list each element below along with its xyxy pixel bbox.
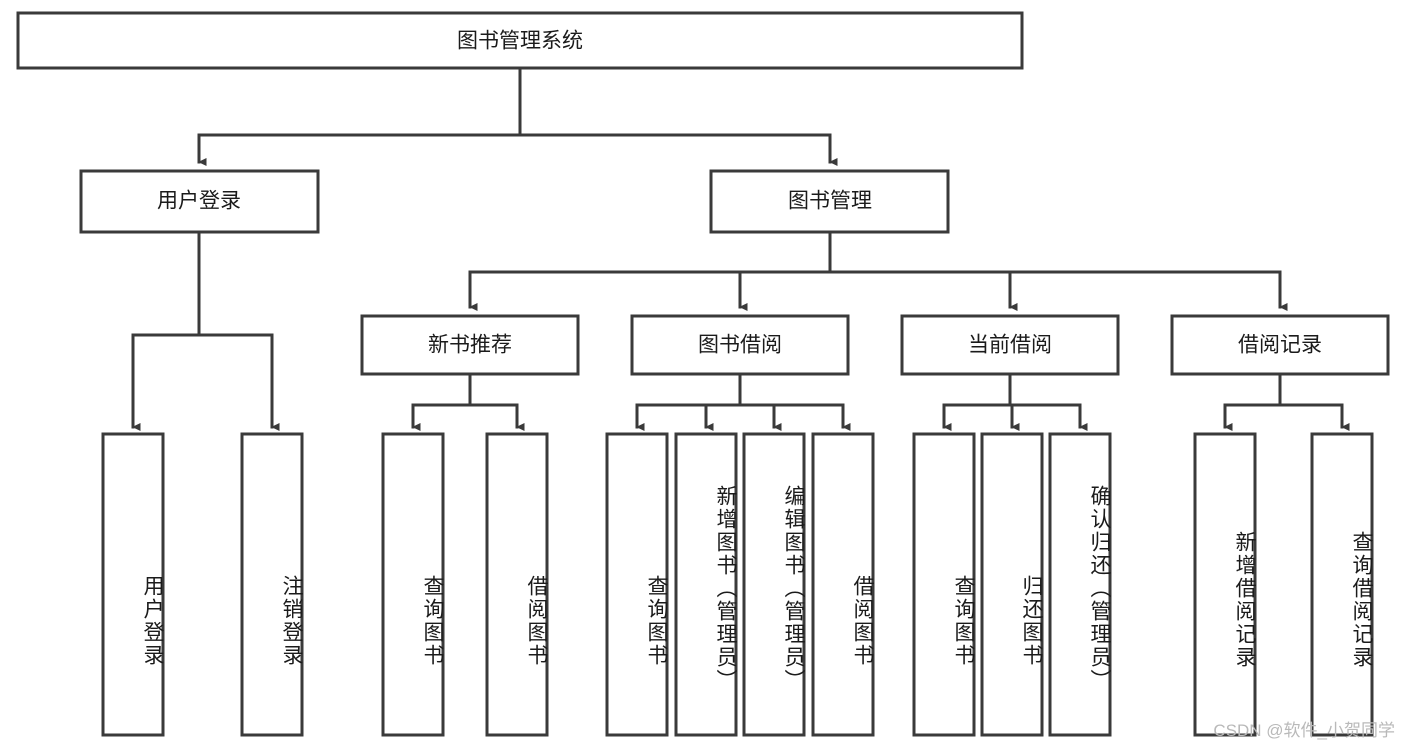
node-book-management[interactable]: 图书管理 bbox=[709, 169, 950, 234]
edges-book-borrow-to-leaves bbox=[635, 372, 851, 432]
edges-user-login-to-leaves bbox=[131, 230, 280, 432]
leaf-box[interactable] bbox=[605, 432, 669, 737]
node-book-management-label: 图书管理 bbox=[788, 190, 872, 213]
csdn-watermark: CSDN @软件_小贺同学 bbox=[1213, 721, 1395, 740]
node-root-label: 图书管理系统 bbox=[457, 30, 583, 53]
node-user-login[interactable]: 用户登录 bbox=[79, 169, 320, 234]
leaf-rects-current-borrow bbox=[912, 432, 1112, 737]
node-book-borrow-label: 图书借阅 bbox=[698, 334, 782, 357]
node-root-book-management-system[interactable]: 图书管理系统 bbox=[16, 11, 1024, 70]
leaf-box[interactable] bbox=[1193, 432, 1257, 737]
leaf-rects-book-borrow bbox=[605, 432, 875, 737]
edges-new-book-to-leaves bbox=[411, 372, 525, 432]
leaf-box[interactable] bbox=[912, 432, 976, 737]
node-user-login-label: 用户登录 bbox=[157, 190, 241, 213]
node-new-book-recommend[interactable]: 新书推荐 bbox=[360, 314, 580, 376]
leaf-rects-user-login bbox=[101, 432, 304, 737]
edges-current-borrow-to-leaves bbox=[942, 372, 1088, 432]
leaf-box[interactable] bbox=[1048, 432, 1112, 737]
leaf-box[interactable] bbox=[1310, 432, 1374, 737]
leaf-box[interactable] bbox=[240, 432, 304, 737]
node-borrow-record-label: 借阅记录 bbox=[1238, 334, 1322, 357]
leaf-box[interactable] bbox=[381, 432, 445, 737]
node-borrow-record[interactable]: 借阅记录 bbox=[1170, 314, 1390, 376]
edges-root-to-level2 bbox=[197, 66, 838, 167]
leaf-rects-new-book-recommend bbox=[381, 432, 549, 737]
node-book-borrow[interactable]: 图书借阅 bbox=[630, 314, 850, 376]
node-current-borrow-label: 当前借阅 bbox=[968, 334, 1052, 357]
leaf-rects-borrow-record bbox=[1193, 432, 1374, 737]
edges-borrow-record-to-leaves bbox=[1223, 372, 1350, 432]
leaf-box[interactable] bbox=[742, 432, 806, 737]
leaf-box[interactable] bbox=[101, 432, 165, 737]
leaf-box[interactable] bbox=[485, 432, 549, 737]
node-current-borrow[interactable]: 当前借阅 bbox=[900, 314, 1120, 376]
leaf-box[interactable] bbox=[811, 432, 875, 737]
leaf-box[interactable] bbox=[980, 432, 1044, 737]
edges-book-manage-to-level3 bbox=[468, 230, 1288, 312]
leaf-box[interactable] bbox=[674, 432, 738, 737]
node-new-book-recommend-label: 新书推荐 bbox=[428, 334, 512, 357]
